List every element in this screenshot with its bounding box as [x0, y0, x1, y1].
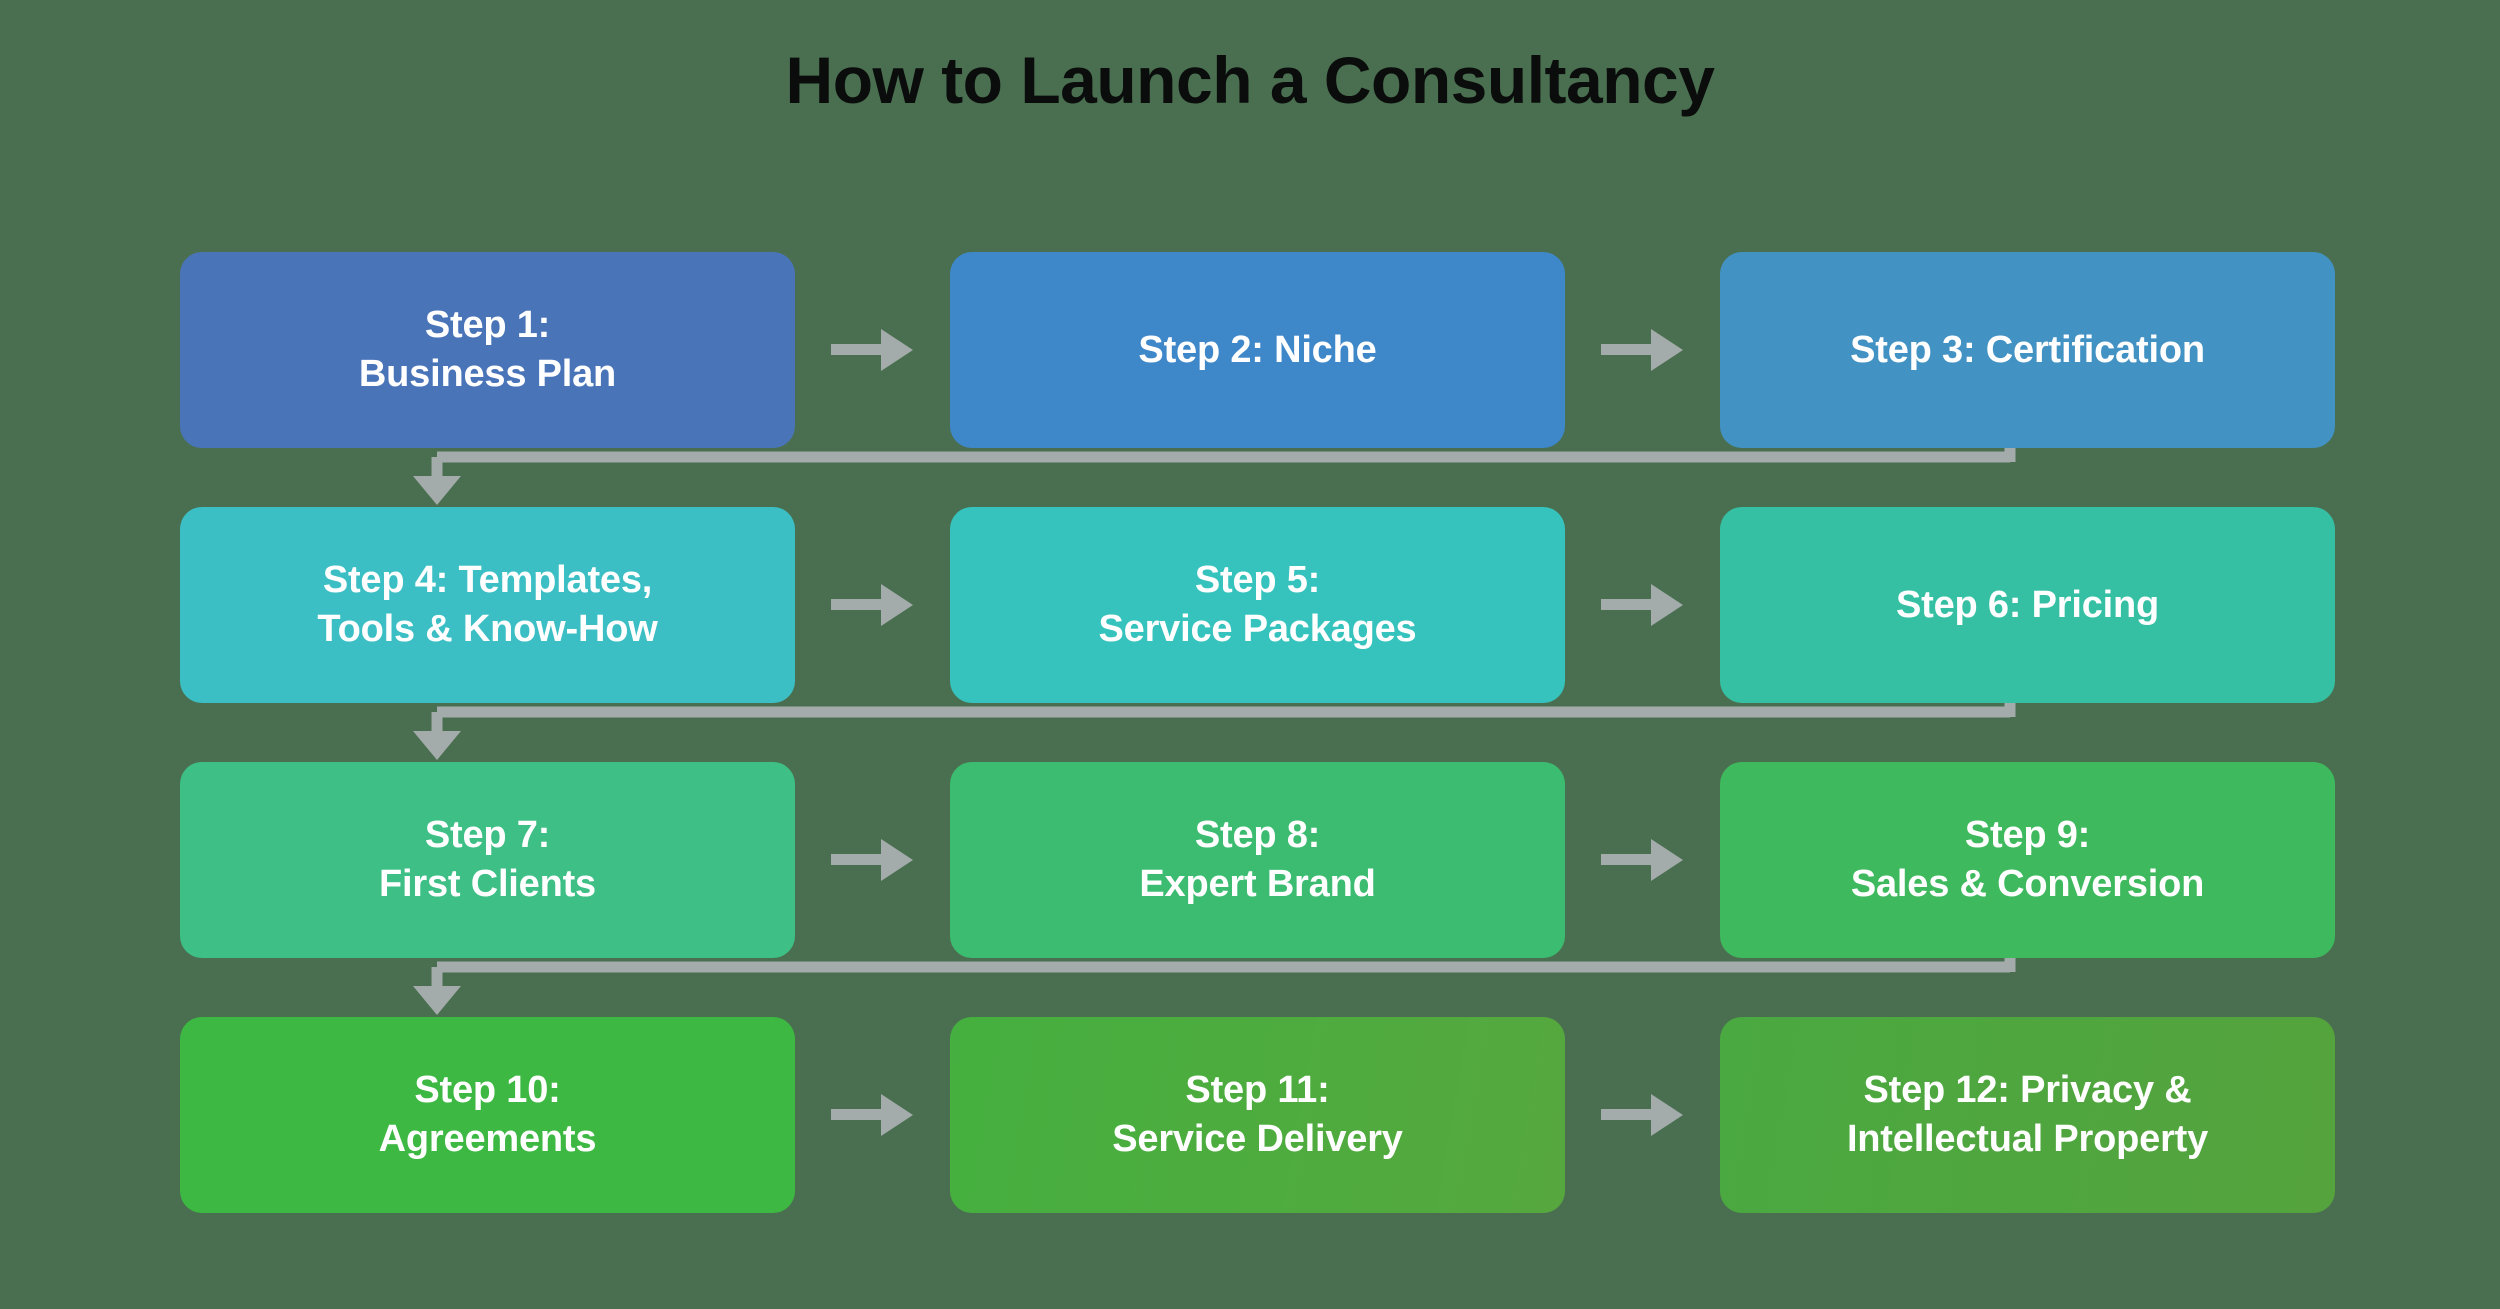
step-box-7[interactable]: Step 7: First Clients — [180, 762, 795, 958]
step-box-3[interactable]: Step 3: Certification — [1720, 252, 2335, 448]
arrow-right-icon-8-9 — [1565, 762, 1720, 958]
arrow-right-icon-7-8 — [795, 762, 950, 958]
arrow-right-icon-11-12 — [1565, 1017, 1720, 1213]
step-box-1[interactable]: Step 1: Business Plan — [180, 252, 795, 448]
step-box-12[interactable]: Step 12: Privacy & Intellectual Property — [1720, 1017, 2335, 1213]
step-grid: Step 1: Business Plan Step 2: Niche Step… — [180, 252, 2335, 1213]
step-box-9[interactable]: Step 9: Sales & Conversion — [1720, 762, 2335, 958]
step-box-8[interactable]: Step 8: Expert Brand — [950, 762, 1565, 958]
step-box-6[interactable]: Step 6: Pricing — [1720, 507, 2335, 703]
arrow-right-icon-10-11 — [795, 1017, 950, 1213]
page-title: How to Launch a Consultancy — [785, 43, 1715, 117]
arrow-right-icon-5-6 — [1565, 507, 1720, 703]
step-box-4[interactable]: Step 4: Templates, Tools & Know-How — [180, 507, 795, 703]
arrow-right-icon-2-3 — [1565, 252, 1720, 448]
arrow-right-icon-1-2 — [795, 252, 950, 448]
step-box-5[interactable]: Step 5: Service Packages — [950, 507, 1565, 703]
step-box-2[interactable]: Step 2: Niche — [950, 252, 1565, 448]
step-box-10[interactable]: Step 10: Agreements — [180, 1017, 795, 1213]
step-box-11[interactable]: Step 11: Service Delivery — [950, 1017, 1565, 1213]
arrow-right-icon-4-5 — [795, 507, 950, 703]
